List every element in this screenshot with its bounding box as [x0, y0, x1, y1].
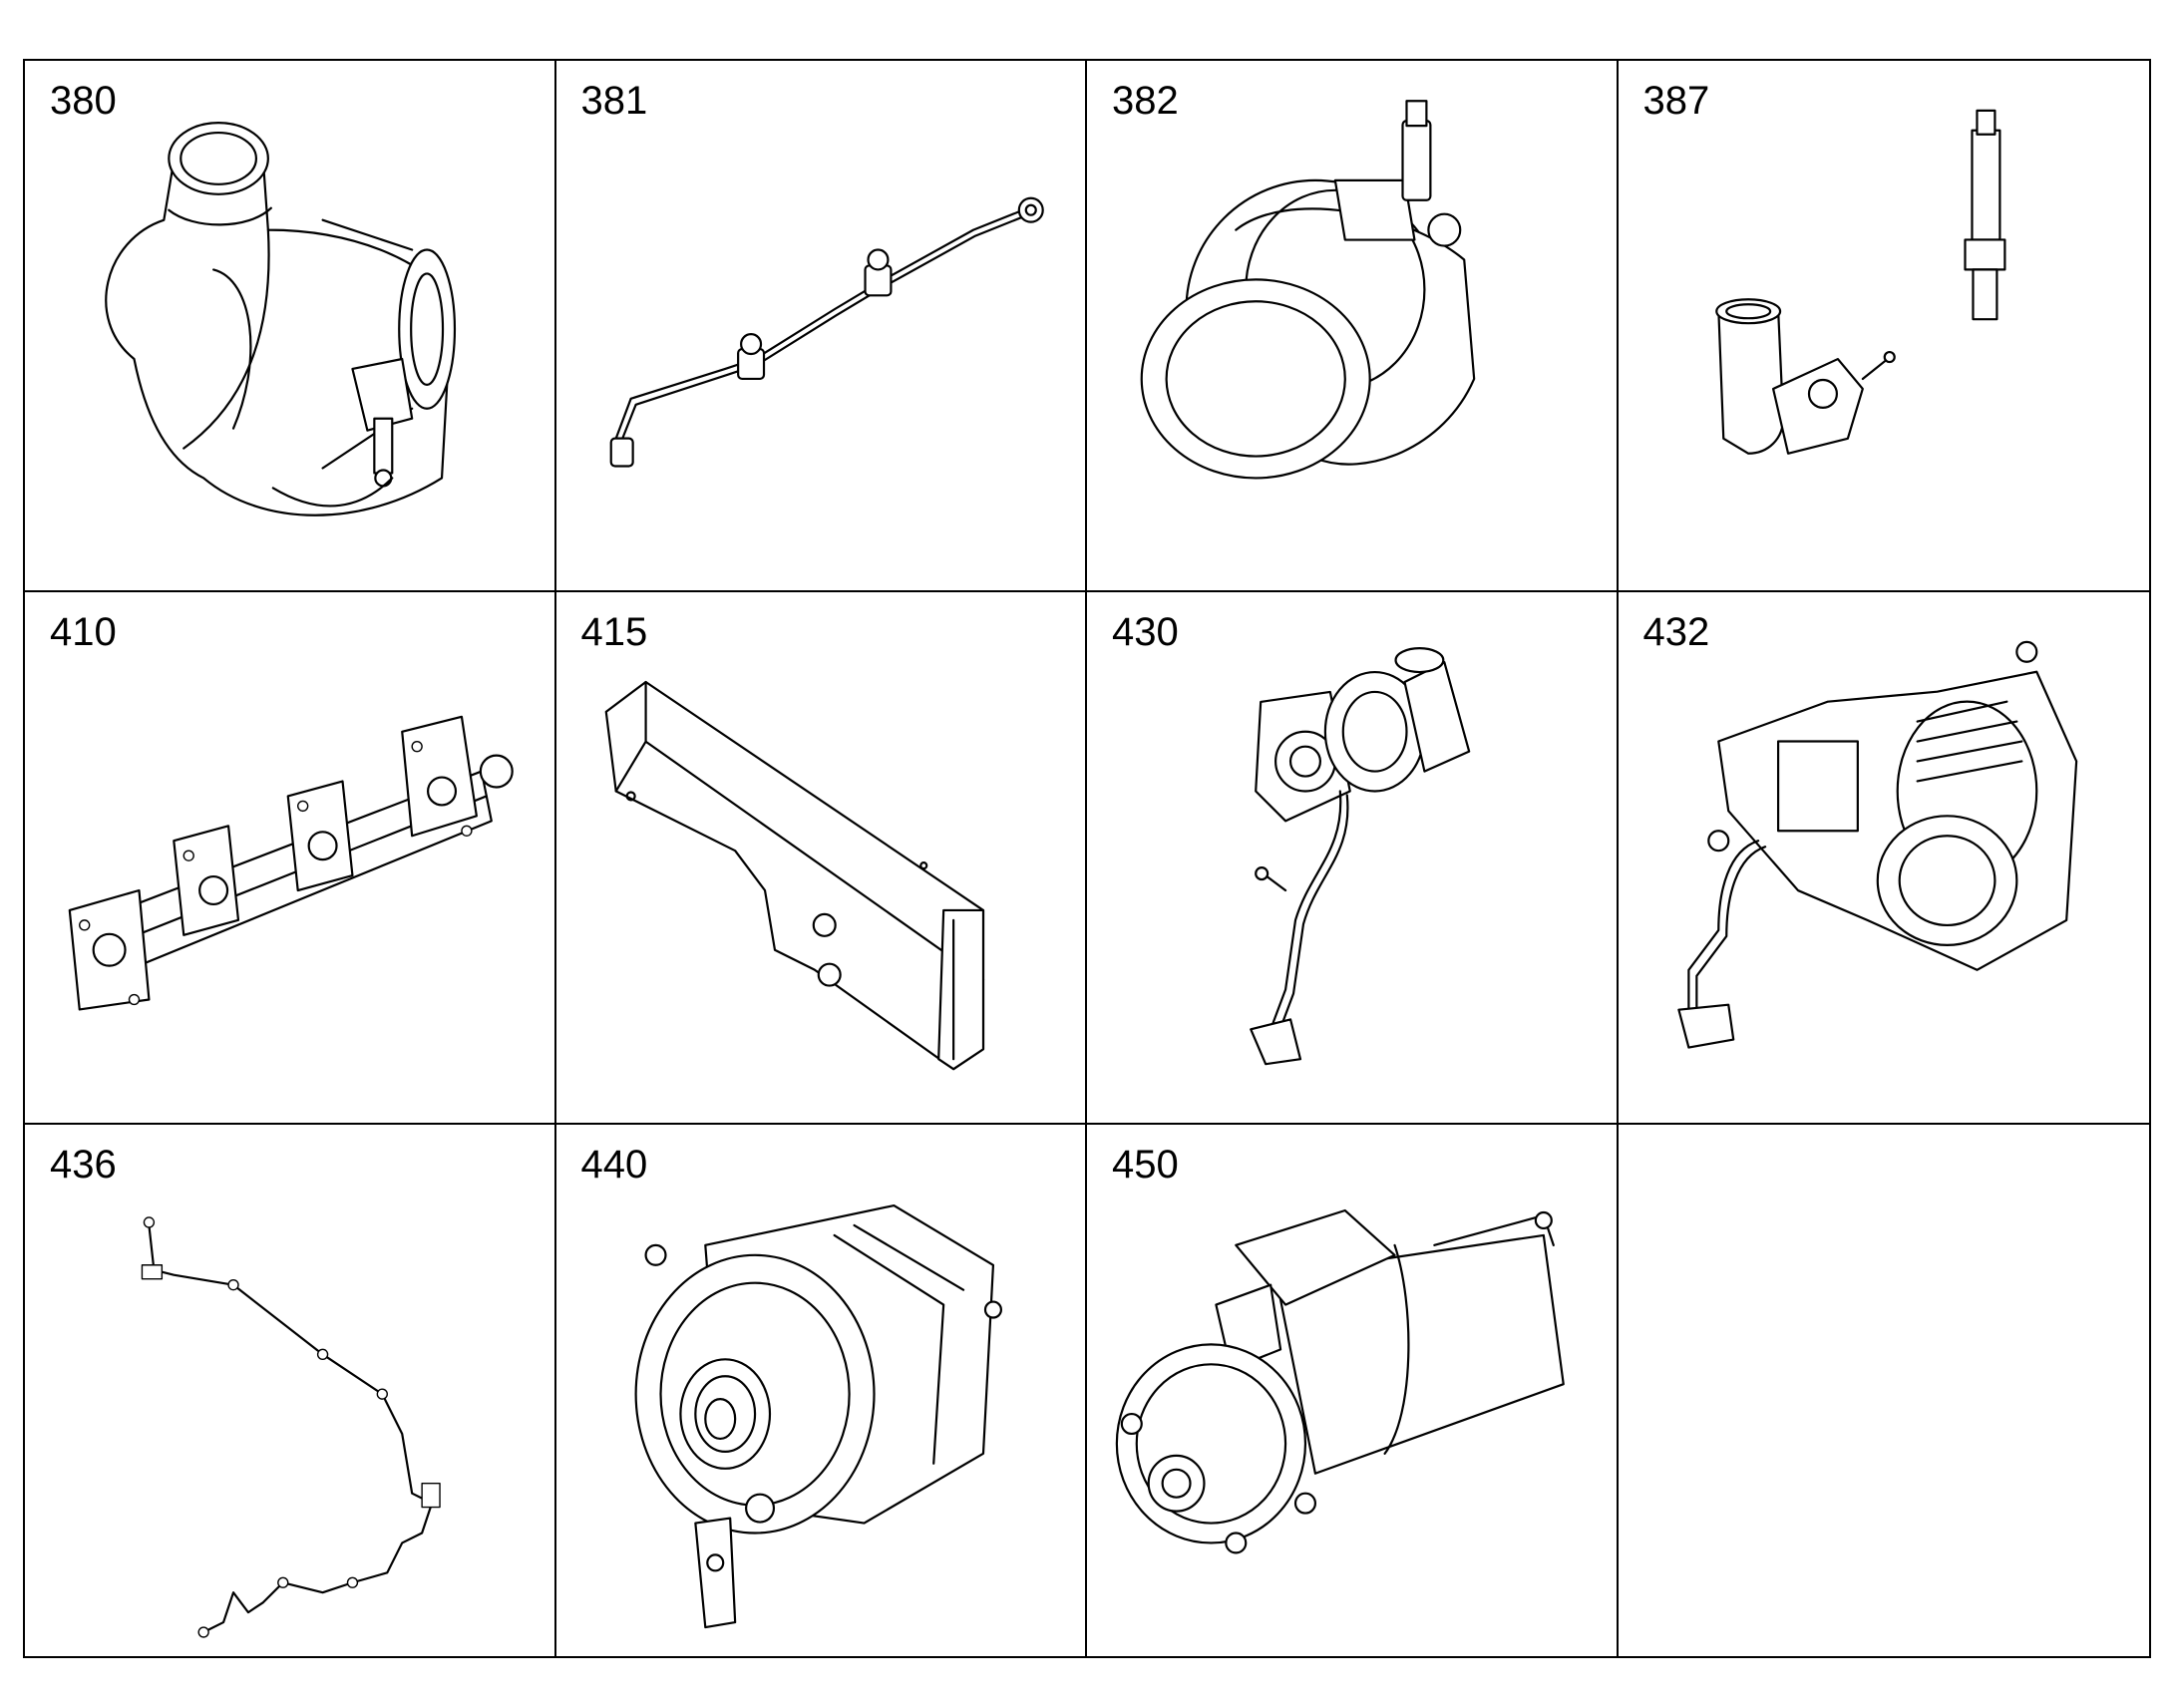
part-number: 381	[580, 79, 648, 123]
part-number: 430	[1112, 610, 1179, 655]
part-cell-430[interactable]: 430	[1087, 592, 1619, 1125]
part-number: 387	[1642, 79, 1710, 123]
part-number: 380	[50, 79, 117, 123]
sensor-elbow-icon	[1714, 109, 2005, 455]
part-cell-380[interactable]: 380	[25, 61, 556, 593]
part-number: 382	[1112, 79, 1179, 123]
part-cell-436[interactable]: 436	[25, 1124, 556, 1656]
part-number: 440	[580, 1142, 648, 1187]
part-cell-450[interactable]: 450	[1087, 1124, 1619, 1656]
turbocharger-icon	[1250, 647, 1471, 1066]
part-cell-387[interactable]: 387	[1618, 61, 2149, 593]
part-cell-440[interactable]: 440	[556, 1124, 1087, 1656]
starter-motor-icon	[1115, 1208, 1565, 1554]
part-number: 436	[50, 1142, 117, 1187]
part-cell-381[interactable]: 381	[555, 61, 1087, 593]
turbocharger-assembly-icon	[1676, 641, 2077, 1049]
part-cell-415[interactable]: 415	[555, 592, 1087, 1125]
part-number: 410	[50, 610, 117, 655]
empty-cell	[1619, 1125, 2150, 1656]
part-number: 432	[1642, 610, 1710, 655]
turbo-elbow-icon	[105, 122, 457, 516]
exhaust-manifold-icon	[68, 716, 514, 1011]
part-cell-382[interactable]: 382	[1087, 61, 1619, 593]
part-cell-432[interactable]: 432	[1618, 592, 2149, 1125]
wiring-harness-icon	[141, 1215, 441, 1638]
fuel-line-icon	[609, 196, 1044, 468]
outlet-housing-icon	[1140, 100, 1476, 480]
part-number: 450	[1112, 1142, 1179, 1187]
part-cell-410[interactable]: 410	[25, 592, 556, 1125]
alternator-icon	[634, 1203, 1002, 1628]
parts-grid: 380 381	[23, 59, 2151, 1658]
part-number: 415	[580, 610, 648, 655]
heat-shield-icon	[604, 681, 984, 1071]
